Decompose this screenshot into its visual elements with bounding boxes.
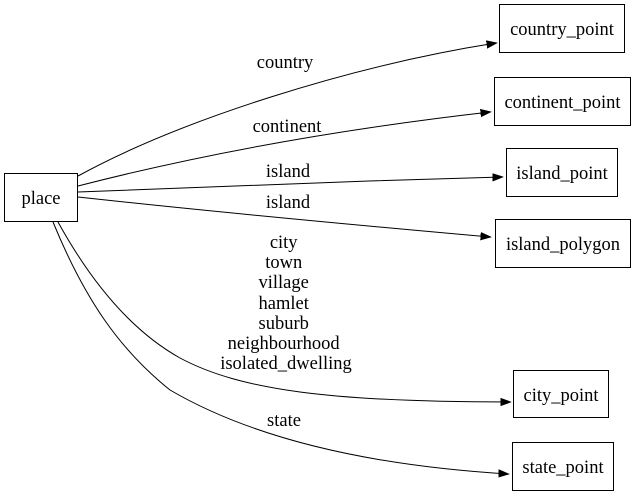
- edge-place-state-point: [52, 221, 508, 474]
- edge-label-hamlet: hamlet: [259, 294, 310, 314]
- node-state-point-label: state_point: [522, 458, 604, 478]
- edge-place-city-point: [57, 221, 510, 402]
- node-state-point: state_point: [512, 442, 614, 491]
- edge-label-suburb: suburb: [259, 314, 309, 334]
- node-continent-point-box: [494, 77, 631, 126]
- node-country-point: country_point: [499, 4, 625, 53]
- edge-label-island-polygon: island: [266, 193, 311, 213]
- node-country-point-label: country_point: [510, 20, 615, 40]
- edge-place-continent-point: [77, 112, 490, 187]
- edge-label-country: country: [257, 53, 314, 73]
- node-island-polygon-label: island_polygon: [506, 235, 620, 255]
- node-island-polygon-box: [495, 219, 631, 268]
- edge-label-town: town: [265, 253, 302, 273]
- node-city-point-label: city_point: [523, 386, 599, 406]
- node-city-point-box: [513, 370, 609, 418]
- edge-label-neighbourhood: neighbourhood: [228, 334, 341, 354]
- node-state-point-box: [512, 442, 614, 491]
- node-place-box: [4, 173, 78, 222]
- edge-label-isolated-dwelling: isolated_dwelling: [220, 354, 352, 374]
- edge-label-state: state: [267, 411, 301, 431]
- node-island-point-label: island_point: [516, 164, 608, 184]
- edge-place-island-polygon: [77, 196, 490, 237]
- edge-label-city: city: [270, 233, 298, 253]
- node-city-point: city_point: [513, 370, 609, 418]
- node-continent-point-label: continent_point: [504, 93, 621, 113]
- node-continent-point: continent_point: [494, 77, 631, 126]
- node-island-point: island_point: [506, 148, 618, 197]
- node-country-point-box: [499, 4, 625, 53]
- edge-place-country-point: [77, 43, 496, 177]
- edge-label-city-multiline: city town village hamlet suburb neighbou…: [220, 233, 352, 374]
- node-island-polygon: island_polygon: [495, 219, 631, 268]
- node-place-label: place: [21, 189, 60, 209]
- edge-label-continent: continent: [253, 117, 323, 137]
- node-place: place: [4, 173, 78, 222]
- node-island-point-box: [506, 148, 618, 197]
- edge-label-village: village: [259, 273, 309, 293]
- edge-label-island-point: island: [266, 162, 311, 182]
- edge-place-island-point: [77, 177, 502, 193]
